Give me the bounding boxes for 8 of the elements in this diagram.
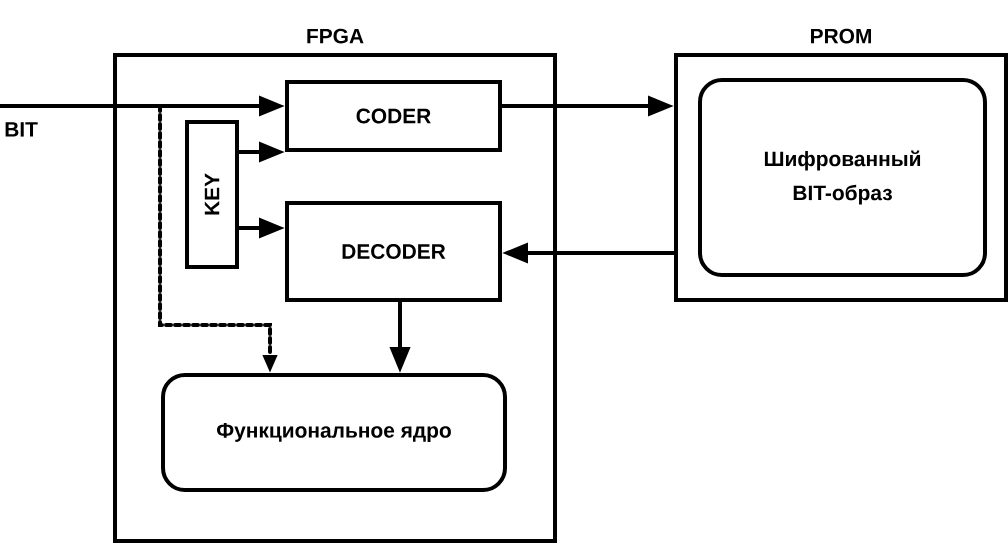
node-label: PROM bbox=[811, 28, 871, 44]
edge-label: BIT bbox=[5, 122, 38, 137]
process-box: DECODER bbox=[285, 201, 502, 302]
process-box: CODER bbox=[285, 80, 502, 152]
node-label: FPGA bbox=[307, 28, 364, 44]
rounded-box: Шифрованный BIT-образ bbox=[698, 78, 987, 277]
key-box: KEY bbox=[185, 120, 239, 269]
rounded-box: Функциональное ядро bbox=[161, 373, 507, 492]
